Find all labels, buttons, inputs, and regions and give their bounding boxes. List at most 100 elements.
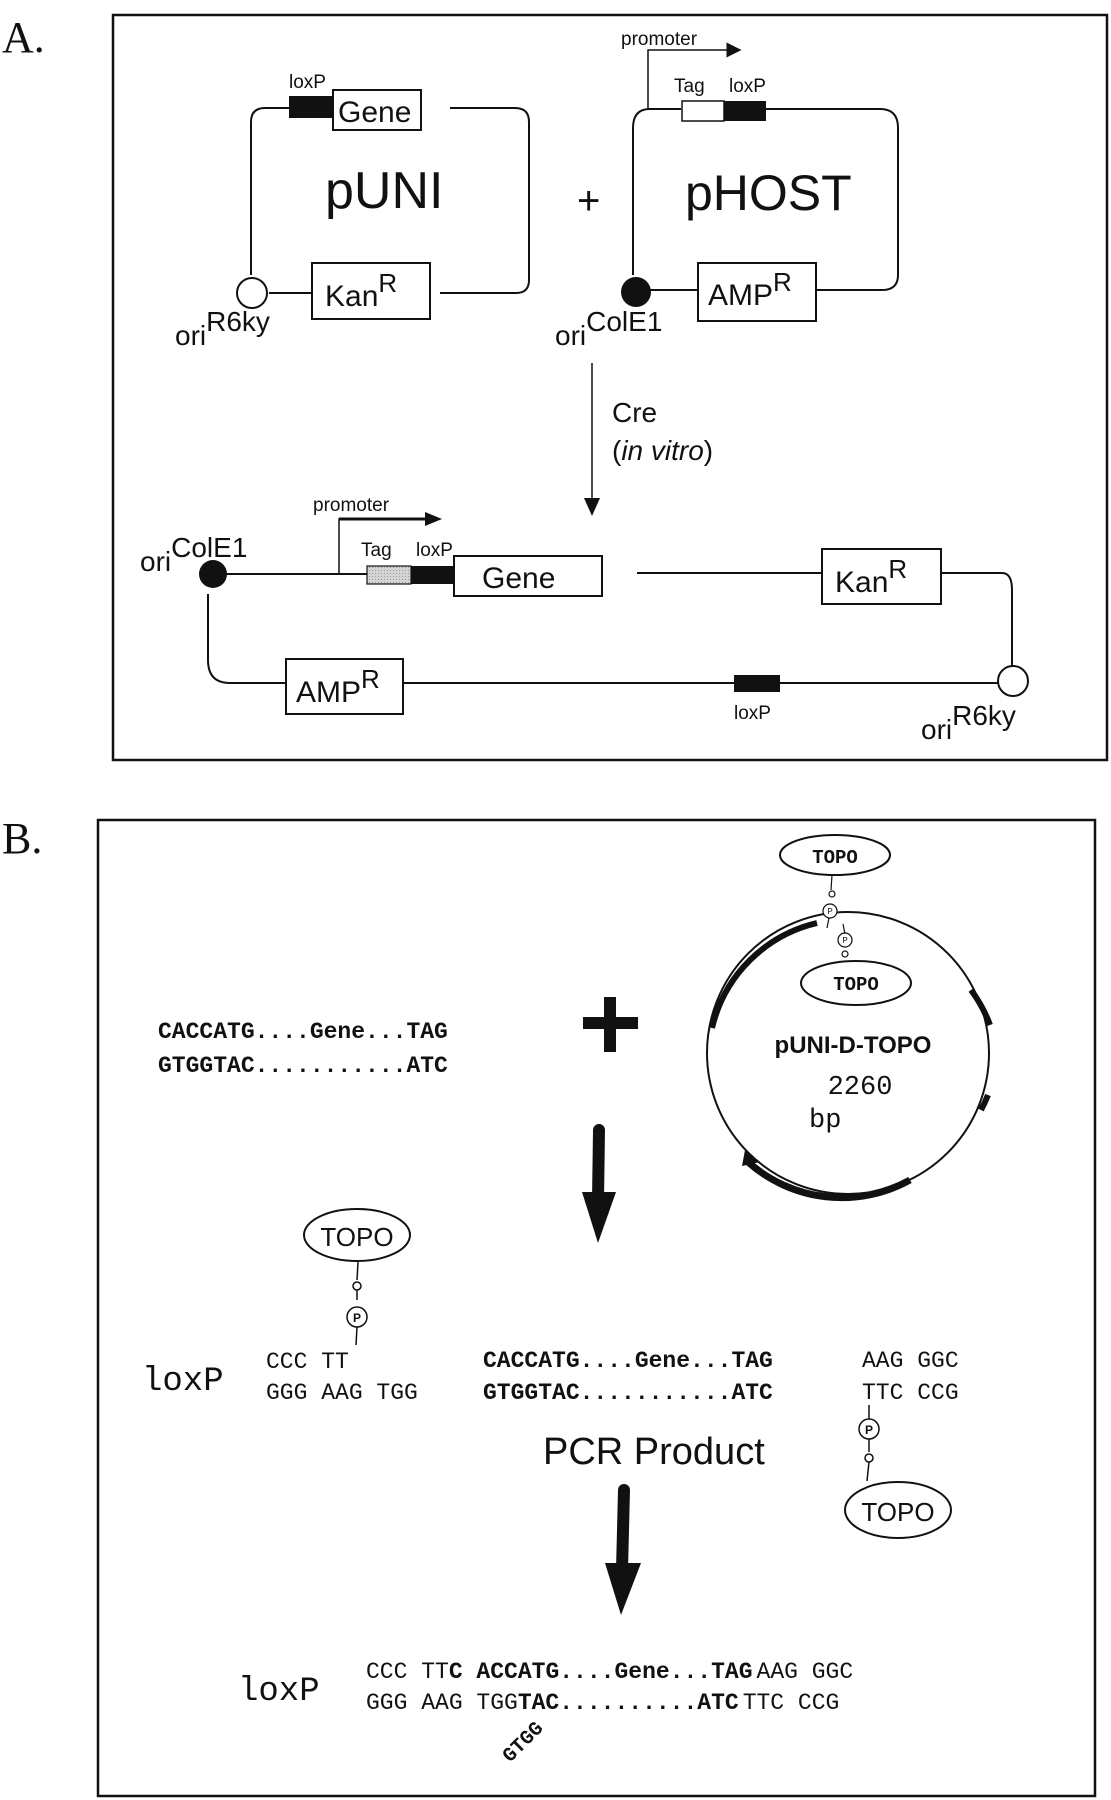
- reaction-arrow-1: [582, 1124, 616, 1243]
- puni-plasmid: loxP Gene pUNI KanR oriR6ky: [175, 72, 530, 351]
- topo-enzyme-inner: [800, 960, 912, 1006]
- phost-ori-cole1-marker: [621, 277, 651, 307]
- final-loxp-label: loxP: [238, 1673, 320, 1711]
- panel-a-plus: +: [577, 179, 600, 223]
- panel-b: B. CACCATG....Gene...TAG GTGGTAC........…: [2, 814, 1097, 1798]
- topo-inner-phosphate: [837, 932, 853, 948]
- topo-top-label: TOPO: [812, 847, 858, 869]
- puni-kan-label: KanR: [325, 268, 397, 313]
- svg-text:P: P: [827, 907, 832, 916]
- topo-top-oxygen: [828, 890, 836, 898]
- intermediate-insert-bottom: GTGGTAC...........ATC: [483, 1380, 773, 1406]
- phost-loxp-site: [724, 101, 766, 121]
- phost-amp-box: [697, 262, 817, 322]
- product-line-right: [941, 572, 1013, 673]
- product-ori-r6ky-label: oriR6ky: [921, 700, 1016, 745]
- svg-text:P: P: [842, 936, 847, 945]
- topo-enzyme-top: [779, 834, 891, 876]
- svg-text:P: P: [865, 1423, 873, 1437]
- panel-b-label: B.: [2, 814, 42, 863]
- vector-size-unit: bp: [809, 1106, 841, 1136]
- topo-left-label: TOPO: [320, 1222, 393, 1252]
- topo-inner-label: TOPO: [833, 974, 879, 996]
- insert-top-strand: CACCATG....Gene...TAG: [158, 1019, 448, 1045]
- topo-ligation-intermediate: TOPO P loxP CCC TT GGG AAG TGG CACCATG..…: [142, 1208, 959, 1539]
- phost-tag-label: Tag: [674, 76, 705, 97]
- cointegrate-plasmid: oriColE1 promoter Tag loxP Gene KanR AMP…: [140, 495, 1029, 745]
- intermediate-left-bottom: GGG AAG TGG: [266, 1380, 418, 1406]
- in-vitro-label: (in vitro): [612, 435, 713, 466]
- phost-ori-label: oriColE1: [555, 306, 662, 351]
- topo-enzyme-left: [303, 1208, 411, 1262]
- product-ori-cole1-label: oriColE1: [140, 532, 247, 577]
- product-amp-box: [285, 658, 404, 715]
- product-loxp-site: [411, 566, 454, 584]
- puni-ori-r6ky-marker: [236, 277, 268, 309]
- cre-arrow-head: [584, 498, 600, 516]
- panel-a-frame: [111, 13, 1109, 762]
- final-overhang-gtgg: GTGG: [499, 1718, 549, 1768]
- product-ori-cole1-marker: [199, 560, 227, 588]
- intermediate-right-top: AAG GGC: [862, 1348, 959, 1374]
- svg-text:P: P: [353, 1311, 361, 1325]
- reaction-arrow-2: [605, 1484, 641, 1615]
- phost-amp-label: AMPR: [708, 267, 792, 312]
- product-promoter-arrowhead: [425, 512, 442, 526]
- cre-label: Cre: [612, 397, 657, 428]
- phost-plasmid: promoter Tag loxP pHOST AMPR oriColE1: [555, 29, 899, 351]
- vector-feature-2: [968, 988, 993, 1027]
- vector-circle: [706, 911, 990, 1195]
- puni-loxp-site: [289, 96, 334, 118]
- product-promoter-label: promoter: [313, 495, 390, 516]
- product-ori-r6ky-marker: [997, 665, 1029, 697]
- topo-top-phosphate: [822, 903, 838, 919]
- puni-ori-label: oriR6ky: [175, 306, 270, 351]
- cre-reaction: Cre (in vitro): [584, 363, 713, 516]
- insert-bottom-strand: GTGGTAC...........ATC: [158, 1053, 448, 1079]
- phost-promoter-label: promoter: [621, 29, 698, 50]
- vector-feature-4: [745, 1159, 912, 1202]
- phost-backbone-left: [632, 108, 681, 275]
- topo-enzyme-right: [844, 1481, 952, 1539]
- product-tag-label: Tag: [361, 540, 392, 561]
- intermediate-insert-top: CACCATG....Gene...TAG: [483, 1348, 773, 1374]
- topo-right-label: TOPO: [861, 1497, 934, 1527]
- pcr-product-caption: PCR Product: [543, 1431, 765, 1473]
- product-gene-box: [453, 555, 603, 597]
- puni-backbone-right: [440, 107, 530, 294]
- vector-feature-1: [709, 920, 818, 1029]
- vector-name: pUNI-D-TOPO: [775, 1032, 932, 1059]
- phost-loxp-label: loxP: [729, 76, 766, 97]
- panel-b-frame: [96, 818, 1097, 1798]
- phost-tag-box: [681, 100, 725, 122]
- puni-backbone-left: [250, 107, 290, 275]
- intermediate-left-top: CCC TT: [266, 1349, 349, 1375]
- product-line-left: [207, 594, 285, 684]
- phost-promoter-arrow: [647, 42, 742, 109]
- product-loxp-top-label: loxP: [416, 540, 453, 561]
- panel-a: A. loxP Gene pUNI KanR oriR6ky + promote…: [2, 13, 1109, 762]
- puni-gene-label: Gene: [338, 96, 411, 129]
- vector-feature-3: [978, 1093, 991, 1112]
- product-kan-label: KanR: [835, 554, 907, 599]
- product-loxp-bottom-label: loxP: [734, 703, 771, 724]
- vector-size: 2260: [828, 1073, 893, 1103]
- intermediate-loxp-label: loxP: [142, 1363, 224, 1401]
- product-gene-label: Gene: [482, 562, 555, 595]
- puni-loxp-label: loxP: [289, 72, 326, 93]
- intermediate-right-bottom: TTC CCG: [862, 1380, 959, 1406]
- product-amp-label: AMPR: [296, 664, 380, 709]
- pcr-insert: CACCATG....Gene...TAG GTGGTAC...........…: [158, 1019, 448, 1079]
- phost-name: pHOST: [685, 165, 852, 221]
- panel-b-plus-sign: [583, 997, 638, 1052]
- product-loxp-bottom-site: [734, 675, 780, 692]
- panel-a-label: A.: [2, 13, 45, 62]
- puni-gene-box: [332, 89, 422, 131]
- product-tag-box: [366, 565, 412, 585]
- topo-inner-oxygen: [841, 950, 849, 958]
- product-kan-box: [821, 548, 942, 605]
- puni-name: pUNI: [325, 162, 443, 220]
